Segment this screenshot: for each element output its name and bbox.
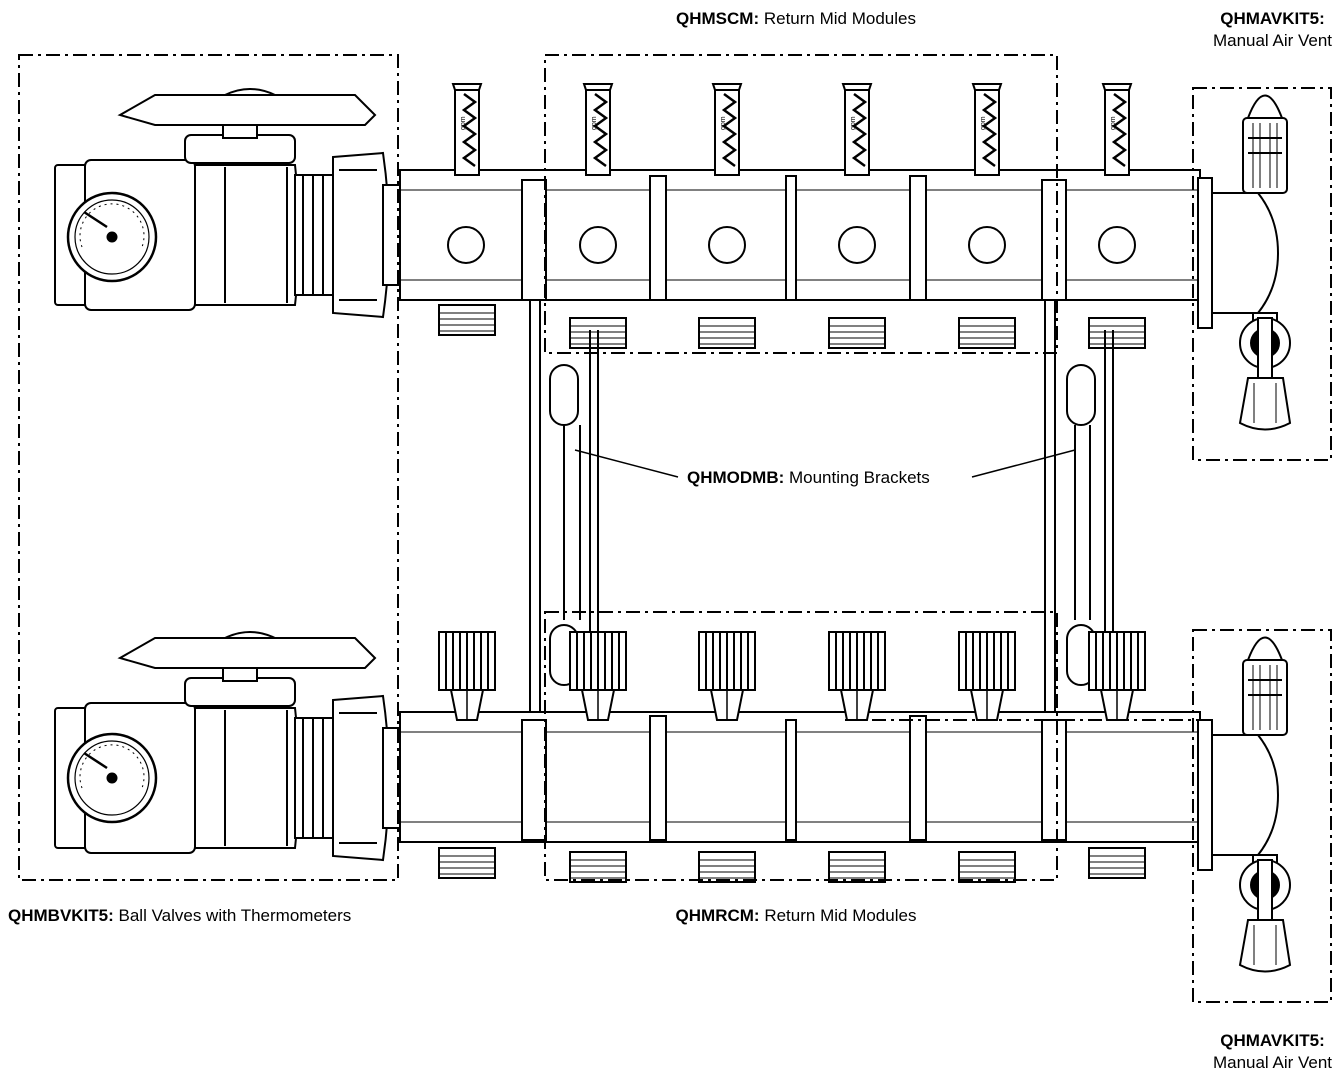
valve-knob-4 xyxy=(828,631,886,721)
supply-modules-desc: Return Mid Modules xyxy=(759,9,916,28)
air-vent-bottom-code: QHMAVKIT5: xyxy=(1220,1031,1325,1050)
flow-meter-3 xyxy=(711,82,743,177)
supply-modules-label: QHMSCM: Return Mid Modules xyxy=(676,8,916,30)
ball-valves-desc: Ball Valves with Thermometers xyxy=(113,906,352,925)
mounting-brackets-desc: Mounting Brackets xyxy=(784,468,930,487)
bottom-air-vent xyxy=(1197,636,1291,973)
return-modules-box xyxy=(544,611,1058,881)
air-vent-bottom-label: QHMAVKIT5: Manual Air Vent xyxy=(1206,1030,1339,1074)
flow-meter-5 xyxy=(971,82,1003,177)
valve-knob-5 xyxy=(958,631,1016,721)
return-manifold xyxy=(54,631,1291,973)
air-vent-top-desc: Manual Air Vent xyxy=(1212,31,1333,50)
flow-meter-4 xyxy=(841,82,873,177)
valve-knob-3 xyxy=(698,631,756,721)
air-vent-top-label: QHMAVKIT5: Manual Air Vent xyxy=(1206,8,1339,52)
ball-valves-code: QHMBVKIT5: xyxy=(8,906,114,925)
flow-meter-2 xyxy=(582,82,614,177)
flow-meter-1 xyxy=(451,82,483,177)
ball-valve-kit-box xyxy=(18,54,399,881)
flow-meter-unit-6: gpm xyxy=(1110,116,1117,130)
flow-meter-unit-1: gpm xyxy=(460,116,467,130)
return-modules-code: QHMRCM: xyxy=(675,906,760,925)
bracket-leader-lines xyxy=(574,449,1076,478)
supply-modules-box xyxy=(544,54,1058,354)
valve-knob-2 xyxy=(569,631,627,721)
flow-meter-6 xyxy=(1101,82,1133,177)
flow-meter-unit-4: gpm xyxy=(850,116,857,130)
top-air-vent xyxy=(1197,94,1291,431)
valve-knob-6 xyxy=(1088,631,1146,721)
bottom-thermometer-gauge xyxy=(66,732,158,824)
return-modules-label: QHMRCM: Return Mid Modules xyxy=(676,905,917,927)
supply-modules-code: QHMSCM: xyxy=(676,9,760,28)
flow-meter-unit-5: gpm xyxy=(980,116,987,130)
air-vent-top-code: QHMAVKIT5: xyxy=(1220,9,1325,28)
air-vent-top-box xyxy=(1192,87,1332,461)
flow-meter-unit-3: gpm xyxy=(720,116,727,130)
air-vent-bottom-desc: Manual Air Vent xyxy=(1212,1053,1333,1072)
mounting-brackets-code: QHMODMB: xyxy=(687,468,785,487)
return-modules-desc: Return Mid Modules xyxy=(759,906,917,925)
supply-manifold: gpm gpm gpm gpm gpm gpm xyxy=(54,82,1291,431)
valve-knob-1 xyxy=(438,631,496,721)
air-vent-bottom-box xyxy=(1192,629,1332,1003)
ball-valves-label: QHMBVKIT5: Ball Valves with Thermometers xyxy=(8,905,351,927)
flow-meter-unit-2: gpm xyxy=(591,116,598,130)
top-thermometer-gauge xyxy=(66,191,158,283)
mounting-brackets-label: QHMODMB: Mounting Brackets xyxy=(684,467,933,489)
